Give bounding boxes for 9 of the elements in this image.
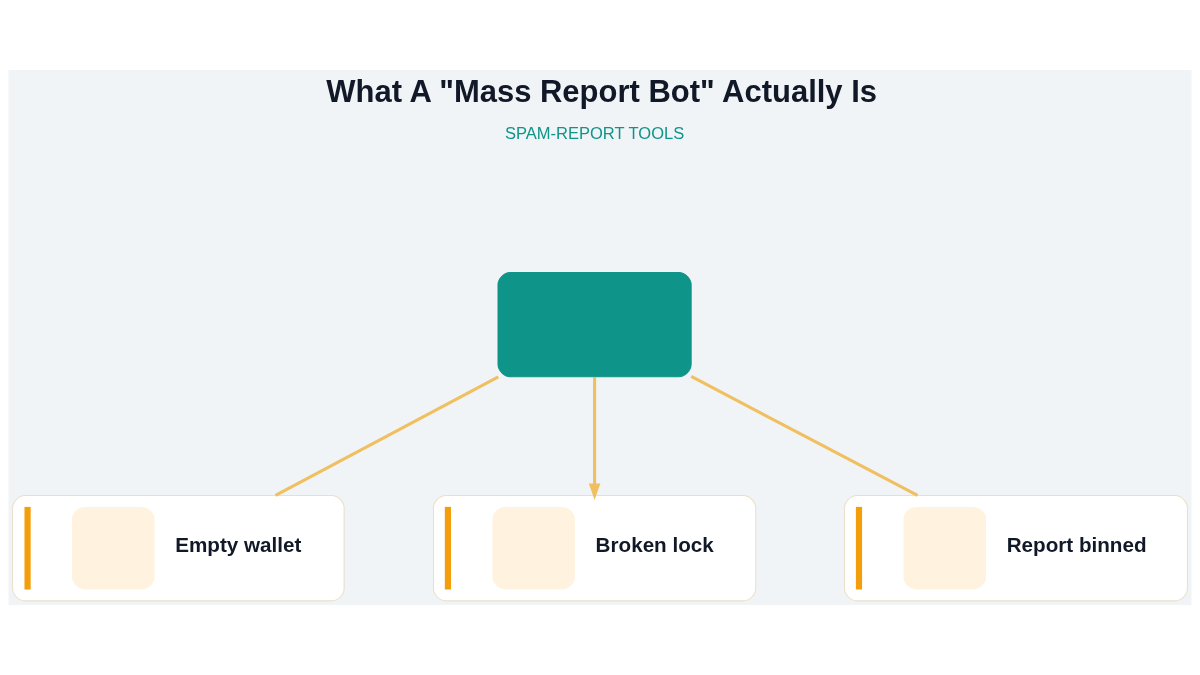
connector [274,375,500,497]
node-box: Report binned [844,495,1188,602]
diagram-title: What A "Mass Report Bot" Actually Is [326,74,878,110]
node-box: Empty wallet [12,495,345,602]
label: SPAM-REPORT TOOLS [504,123,685,143]
node-box [497,271,692,378]
connector [690,375,919,497]
node-box: Broken lock [432,495,757,602]
arrow [588,377,601,500]
